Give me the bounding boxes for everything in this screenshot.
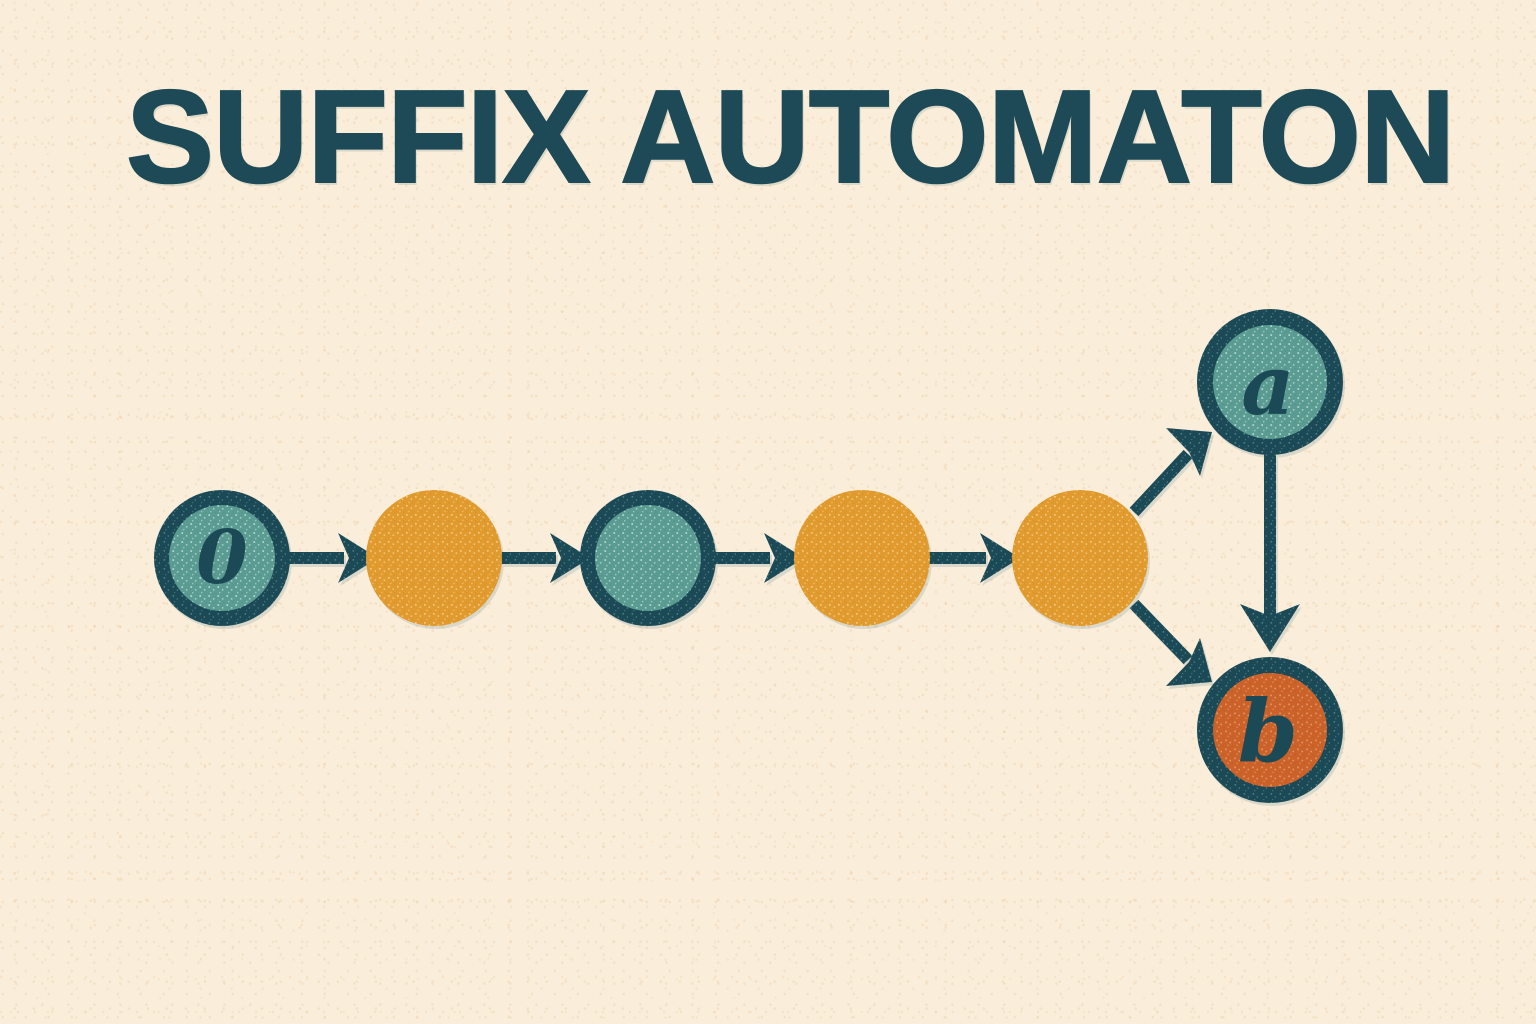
page-title: SUFFIX AUTOMATON: [125, 63, 1456, 210]
state-node-3-fill: [794, 490, 930, 626]
state-node-2[interactable]: [580, 490, 716, 626]
edge-arrow-4-to-a: [1129, 428, 1212, 517]
state-node-2-fill: [595, 505, 701, 611]
edge-arrow-1-to-2: [498, 533, 590, 583]
edge-arrow-0-to-1: [286, 533, 378, 583]
state-node-b-fill: [1213, 673, 1327, 787]
edge-arrow-4-to-b: [1129, 599, 1212, 686]
state-node-a-fill: [1213, 325, 1327, 439]
state-node-1-fill: [366, 490, 502, 626]
state-node-1[interactable]: [366, 490, 502, 626]
edge-arrow-3-to-4: [926, 533, 1020, 583]
state-node-b-label: b: [1238, 682, 1298, 783]
state-node-0-label: 0: [196, 515, 248, 601]
state-node-3[interactable]: [794, 490, 930, 626]
state-node-a[interactable]: a: [1197, 309, 1343, 455]
edge-arrow-a-to-b: [1240, 452, 1300, 652]
edge-arrow-2-to-3: [712, 533, 804, 583]
state-node-b[interactable]: b: [1197, 657, 1343, 803]
state-node-4[interactable]: [1012, 490, 1148, 626]
state-node-a-label: a: [1241, 338, 1294, 434]
state-node-0-fill: [169, 505, 275, 611]
state-node-4-fill: [1012, 490, 1148, 626]
state-node-0[interactable]: 0: [154, 490, 290, 626]
